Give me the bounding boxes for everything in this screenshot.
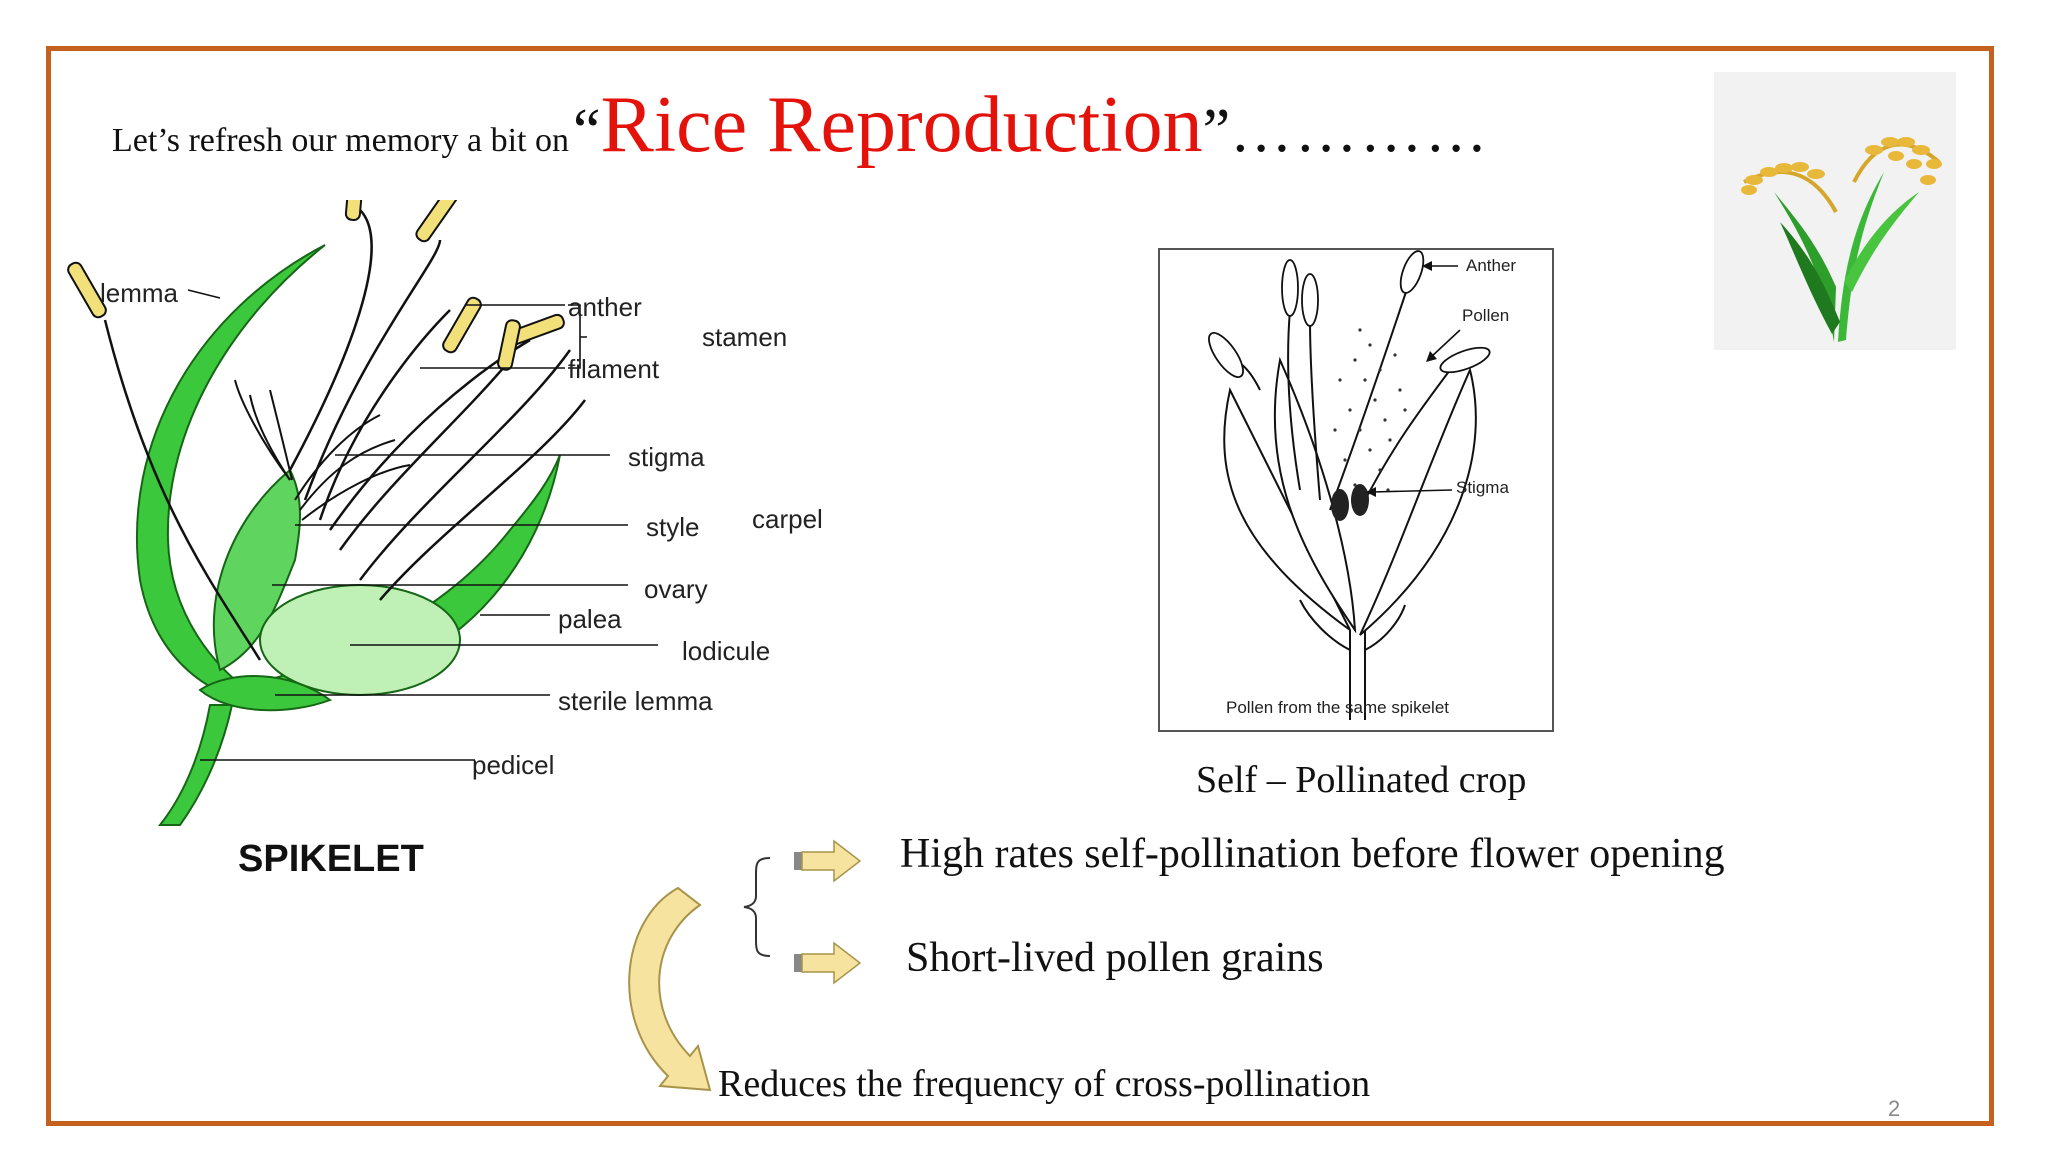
self-pollinated-caption: Self – Pollinated crop — [1196, 759, 1527, 801]
brace-icon — [743, 857, 771, 957]
figure-label-bottom: Pollen from the same spikelet — [1226, 698, 1449, 717]
bullet-high-rates: High rates self-pollination before flowe… — [900, 831, 1725, 877]
label-palea: palea — [558, 604, 622, 634]
bullet-short-lived: Short-lived pollen grains — [906, 935, 1324, 981]
figure-label-pollen: Pollen — [1462, 306, 1510, 325]
label-carpel: carpel — [752, 504, 823, 534]
slide-frame — [46, 46, 1994, 1126]
slide-number: 2 — [1888, 1096, 1901, 1121]
arrow-right-icon — [794, 839, 862, 883]
curved-arrow-icon — [628, 886, 712, 1092]
title-row: Let’s refresh our memory a bit on “Rice … — [112, 80, 1490, 171]
spikelet-caption: SPIKELET — [238, 838, 424, 880]
rice-plant-icon — [1714, 72, 1956, 350]
label-pedicel: pedicel — [472, 750, 555, 780]
label-stamen: stamen — [702, 322, 788, 352]
label-lodicule: lodicule — [682, 636, 771, 666]
label-filament: filament — [568, 354, 660, 384]
label-sterile-lemma: sterile lemma — [558, 686, 713, 716]
spikelet-diagram — [67, 200, 658, 826]
title-close-quote: ” — [1202, 97, 1231, 165]
title-trailing-dots: ………… — [1230, 97, 1491, 165]
page-title: Rice Reproduction — [600, 81, 1203, 169]
title-open-quote: “ — [572, 97, 601, 165]
title-intro: Let’s refresh our memory a bit on — [112, 122, 569, 159]
label-anther: anther — [568, 292, 642, 322]
label-ovary: ovary — [644, 574, 708, 604]
label-lemma: lemma — [100, 278, 179, 308]
arrow-right-icon — [794, 941, 862, 985]
pollination-figure: Anther Pollen Stigma Pollen from the sam… — [1158, 248, 1554, 732]
result-text: Reduces the frequency of cross-pollinati… — [718, 1063, 1371, 1105]
label-style: style — [646, 512, 700, 542]
figure-label-stigma: Stigma — [1456, 478, 1509, 497]
label-stigma: stigma — [628, 442, 705, 472]
figure-label-anther: Anther — [1466, 256, 1517, 275]
